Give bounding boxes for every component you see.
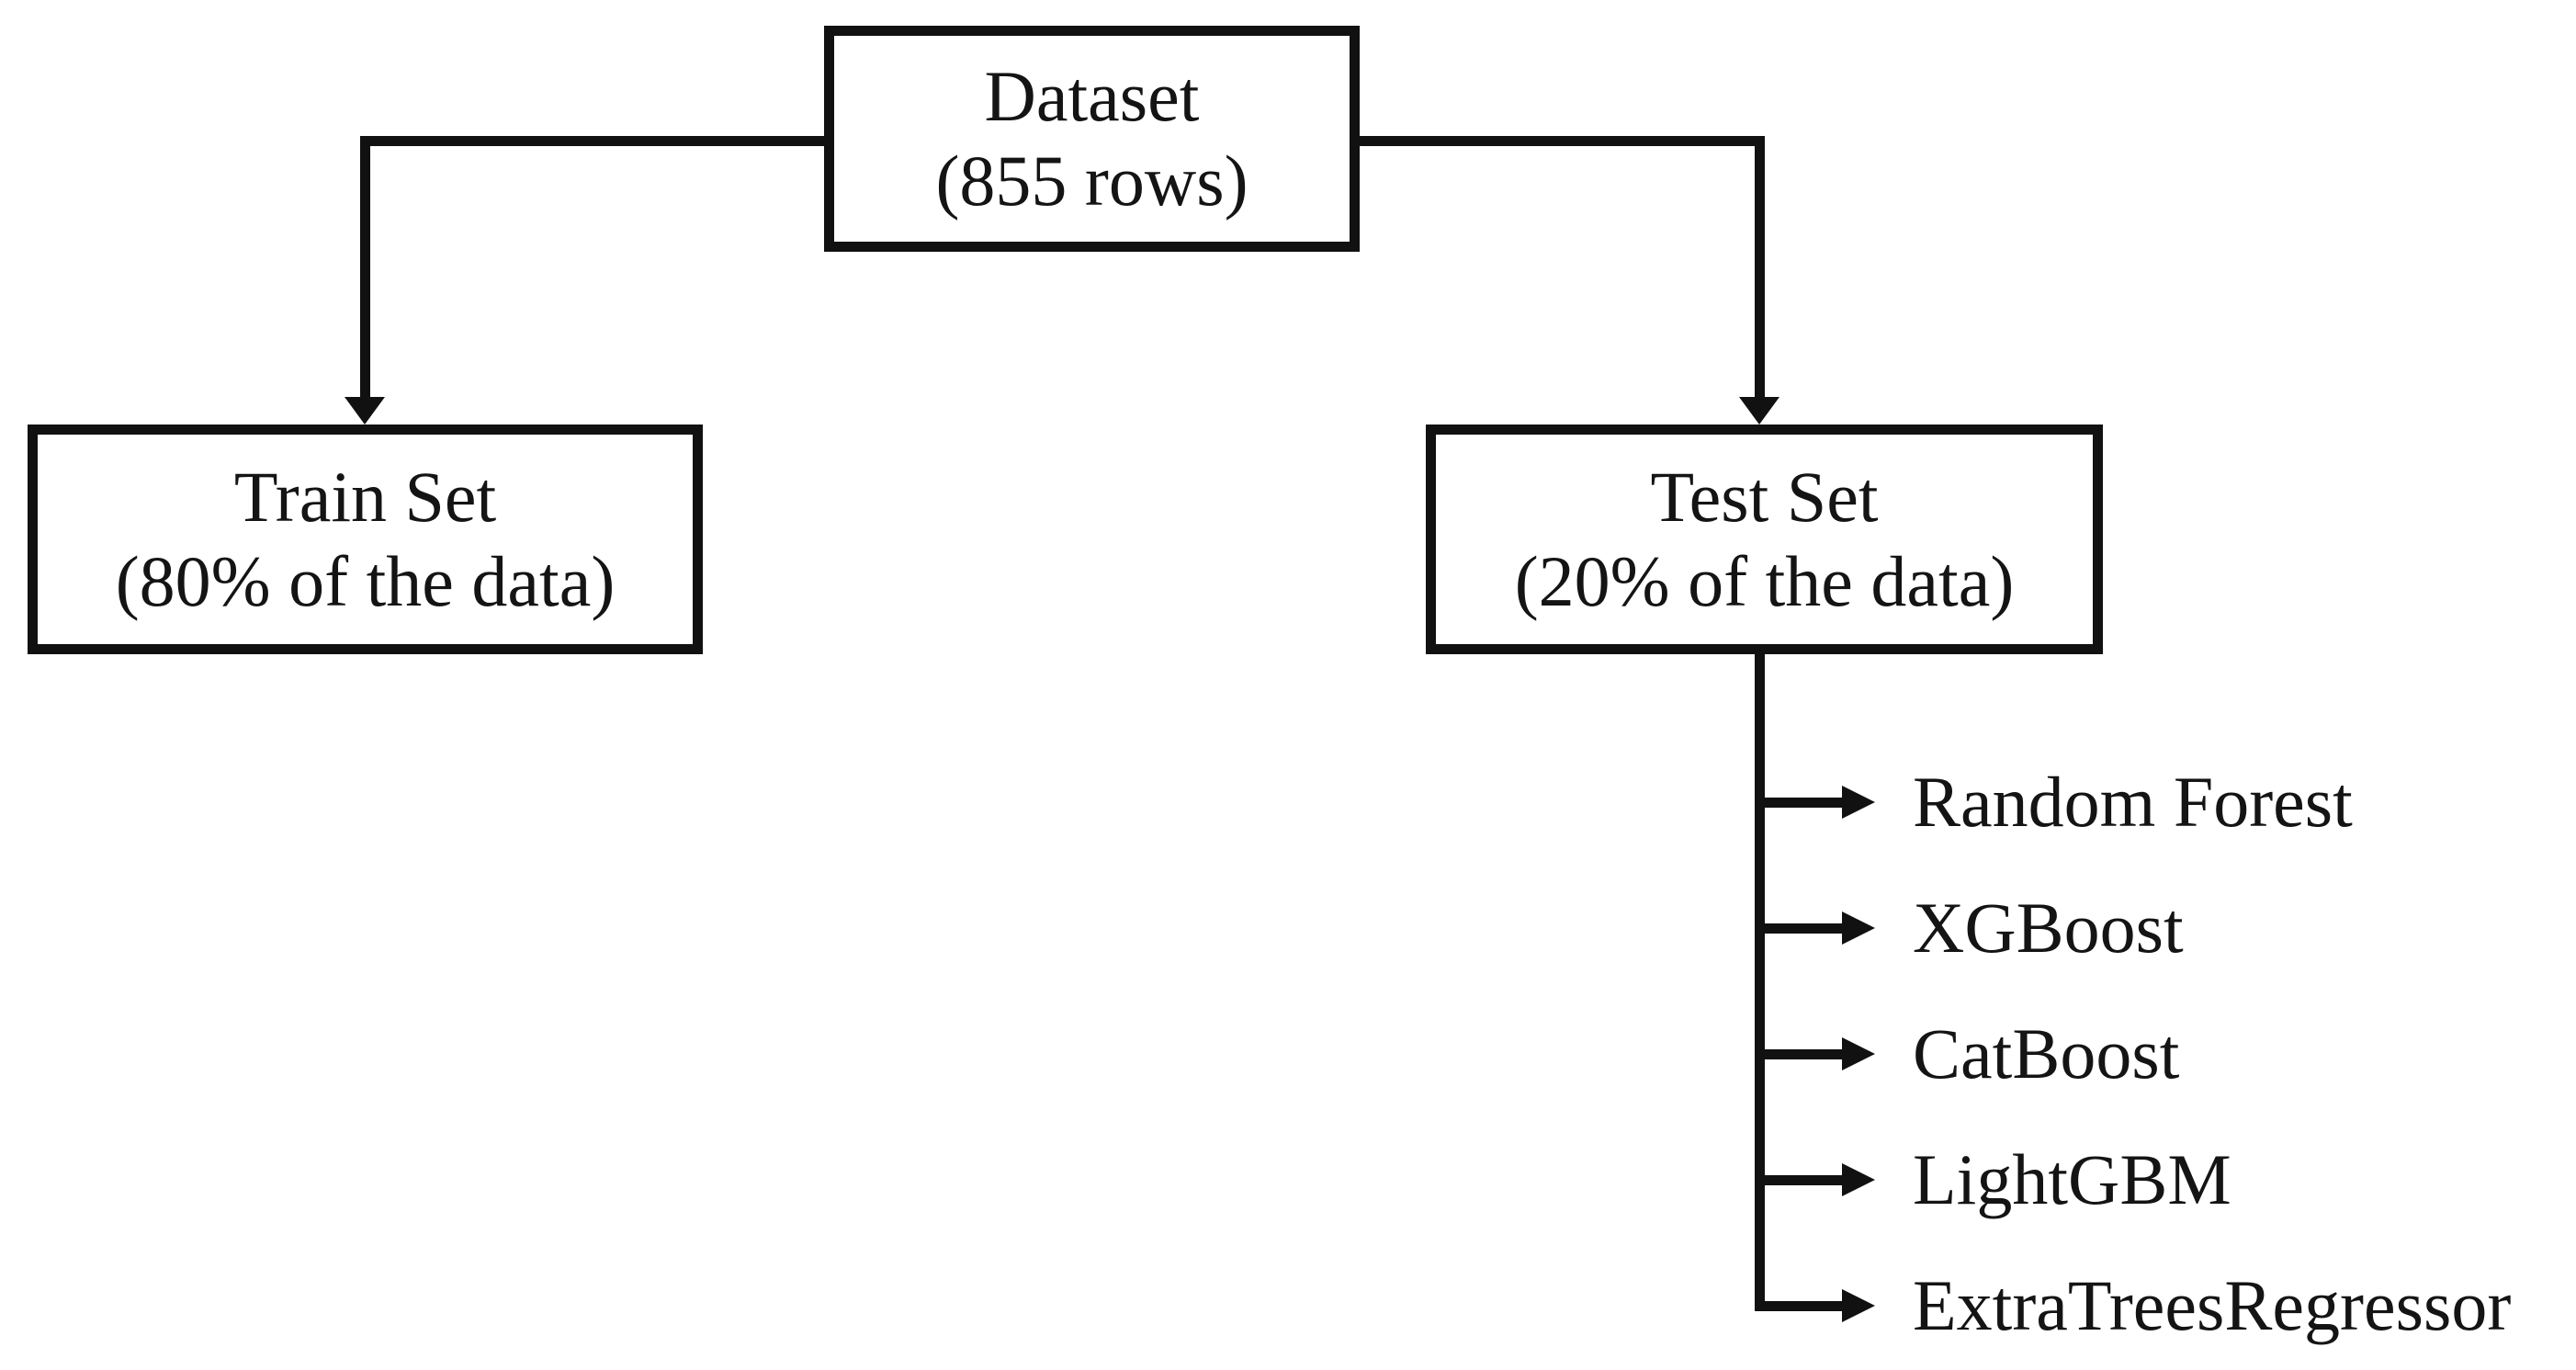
connector-dataset-test-vertical [1755, 136, 1765, 397]
train-set-box-title: Train Set [233, 457, 497, 537]
arrow-right-icon [1842, 911, 1875, 945]
branch-line-random-forest [1759, 798, 1842, 808]
model-label-lightgbm: LightGBM [1913, 1139, 2231, 1219]
model-label-catboost: CatBoost [1913, 1013, 2180, 1093]
train-set-box: Train Set (80% of the data) [28, 425, 703, 654]
arrow-right-icon [1842, 1289, 1875, 1322]
branch-line-lightgbm [1759, 1175, 1842, 1185]
dataset-box-title: Dataset [984, 56, 1200, 136]
arrow-right-icon [1842, 1037, 1875, 1070]
arrow-right-icon [1842, 786, 1875, 819]
dataset-box-subtitle: (855 rows) [935, 141, 1248, 221]
branch-line-xgboost [1759, 923, 1842, 934]
test-set-box-subtitle: (20% of the data) [1514, 541, 2015, 621]
model-label-random-forest: Random Forest [1913, 762, 2353, 842]
arrow-down-icon [1739, 397, 1779, 425]
model-label-xgboost: XGBoost [1913, 888, 2184, 968]
dataset-box: Dataset (855 rows) [824, 26, 1360, 252]
arrow-down-icon [345, 397, 385, 425]
branch-line-extratreesregressor [1759, 1301, 1842, 1311]
train-set-box-subtitle: (80% of the data) [115, 541, 616, 621]
connector-dataset-train-vertical [360, 136, 370, 397]
model-label-extratreesregressor: ExtraTreesRegressor [1913, 1265, 2512, 1345]
connector-dataset-train-horizontal [360, 136, 824, 146]
test-set-box: Test Set (20% of the data) [1426, 425, 2103, 654]
test-set-models-trunk [1755, 654, 1765, 1311]
test-set-box-title: Test Set [1650, 457, 1879, 537]
branch-line-catboost [1759, 1049, 1842, 1059]
arrow-right-icon [1842, 1163, 1875, 1196]
connector-dataset-test-horizontal [1360, 136, 1765, 146]
